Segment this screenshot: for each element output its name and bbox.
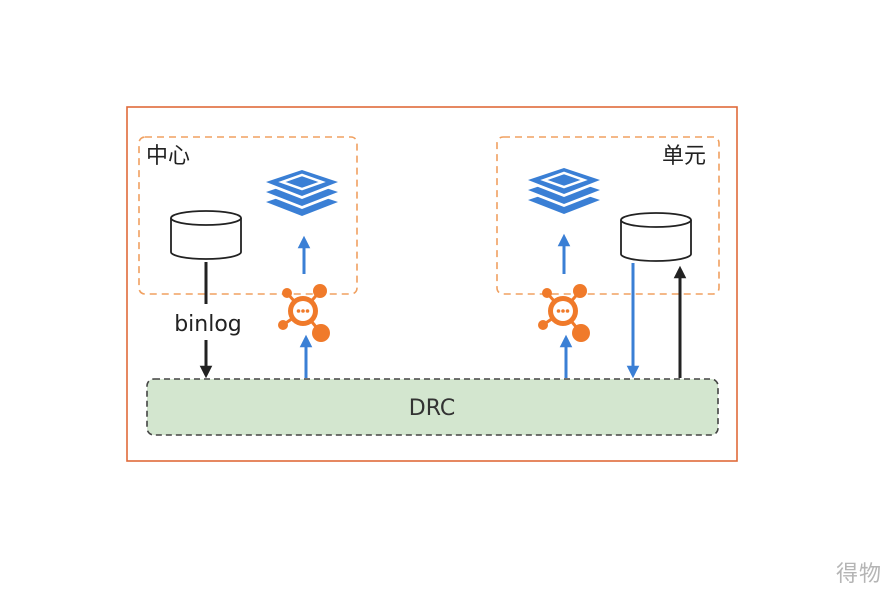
center-database-icon bbox=[170, 210, 242, 260]
center-message-hub-icon bbox=[278, 284, 330, 342]
unit-region-box bbox=[496, 136, 720, 295]
watermark-logo: 得物 bbox=[835, 562, 882, 587]
unit-region: 单元 bbox=[496, 136, 720, 295]
drc-box bbox=[146, 378, 719, 436]
unit-layers-stack-icon bbox=[528, 168, 600, 214]
unit-database-icon bbox=[620, 212, 692, 262]
unit-region-label: 单元 bbox=[662, 144, 706, 169]
outer-boundary bbox=[126, 106, 738, 462]
center-layers-stack-icon bbox=[266, 170, 338, 216]
center-region-label: 中心 bbox=[146, 144, 190, 169]
center-region-box bbox=[138, 136, 358, 295]
drc-node: DRC bbox=[146, 378, 719, 436]
unit-message-hub-icon bbox=[538, 284, 590, 342]
drc-label: DRC bbox=[409, 396, 456, 421]
center-region: 中心 bbox=[138, 136, 358, 295]
binlog-label: binlog bbox=[174, 312, 242, 337]
